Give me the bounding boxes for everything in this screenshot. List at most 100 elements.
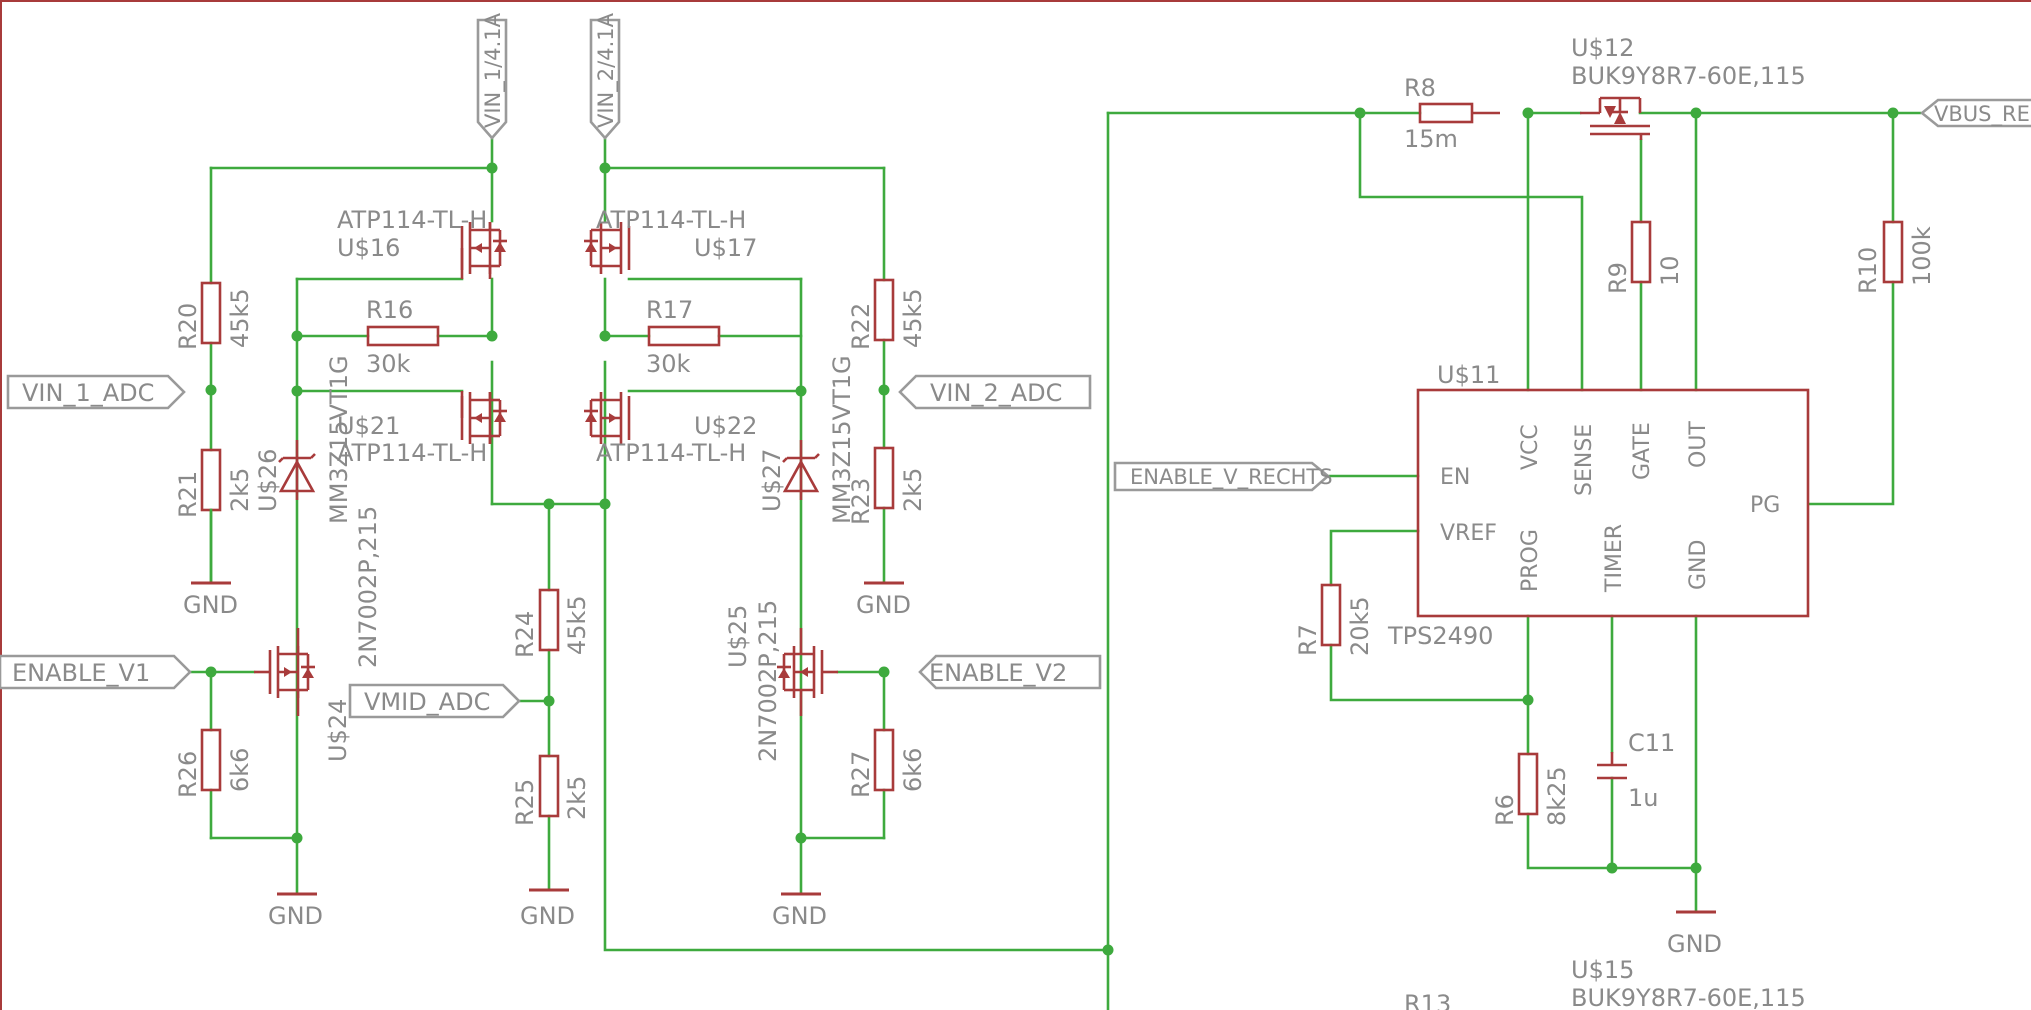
- svg-text:VIN_2_ADC: VIN_2_ADC: [930, 379, 1062, 407]
- resistor-r26: R26 6k6: [174, 728, 254, 798]
- svg-text:R20: R20: [174, 303, 202, 350]
- svg-text:6k6: 6k6: [899, 748, 927, 792]
- pmos-u22: U$22 ATP114-TL-H: [582, 390, 757, 467]
- svg-text:MM3Z15VT1G: MM3Z15VT1G: [325, 355, 353, 524]
- svg-text:GND: GND: [1667, 930, 1722, 958]
- capacitor-c11: C11 1u: [1597, 729, 1675, 812]
- svg-text:MM3Z15VT1G: MM3Z15VT1G: [828, 355, 856, 524]
- net-label-enable-v2: ENABLE_V2: [918, 654, 1102, 690]
- svg-text:20k5: 20k5: [1346, 596, 1374, 656]
- nmos-u15: U$15 BUK9Y8R7-60E,115: [1571, 956, 1806, 1010]
- svg-text:ENABLE_V_RECHTS: ENABLE_V_RECHTS: [1130, 465, 1333, 490]
- svg-text:R26: R26: [174, 751, 202, 798]
- resistor-r9: R9 10: [1604, 220, 1684, 294]
- resistor-r27: R27 6k6: [847, 728, 927, 798]
- svg-text:2N7002P,215: 2N7002P,215: [754, 600, 782, 762]
- svg-text:VIN_1/4.1A: VIN_1/4.1A: [481, 12, 506, 128]
- svg-text:1u: 1u: [1628, 784, 1658, 812]
- svg-text:GND: GND: [520, 902, 575, 930]
- svg-text:ATP114-TL-H: ATP114-TL-H: [596, 206, 746, 234]
- svg-text:GND: GND: [772, 902, 827, 930]
- resistor-r6: R6 8k25: [1491, 752, 1571, 826]
- resistor-r20: R20 45k5: [174, 281, 254, 350]
- svg-text:R8: R8: [1404, 74, 1436, 102]
- resistor-r16: R16 30k: [366, 296, 440, 378]
- svg-text:R25: R25: [511, 779, 539, 826]
- svg-text:PG: PG: [1750, 493, 1780, 518]
- net-label-vbus: VBUS_REC: [1919, 98, 2031, 128]
- resistor-r17: R17 30k: [646, 296, 721, 378]
- svg-text:R17: R17: [646, 296, 693, 324]
- svg-text:R9: R9: [1604, 262, 1632, 294]
- svg-text:VIN_1_ADC: VIN_1_ADC: [22, 379, 154, 407]
- gnd-symbol-u25: GND: [772, 892, 827, 930]
- gnd-symbol-u24: GND: [268, 892, 323, 930]
- svg-text:R16: R16: [366, 296, 413, 324]
- svg-text:EN: EN: [1440, 465, 1470, 490]
- svg-text:VMID_ADC: VMID_ADC: [364, 688, 490, 716]
- svg-text:U$27: U$27: [758, 449, 786, 512]
- svg-text:2k5: 2k5: [899, 468, 927, 512]
- svg-text:U$26: U$26: [254, 449, 282, 512]
- svg-text:GND: GND: [1686, 540, 1711, 590]
- svg-text:2N7002P,215: 2N7002P,215: [354, 506, 382, 668]
- pmos-u16: ATP114-TL-H U$16: [337, 206, 509, 279]
- svg-text:2k5: 2k5: [226, 468, 254, 512]
- svg-text:U$15: U$15: [1571, 956, 1634, 984]
- svg-text:U$24: U$24: [324, 699, 352, 762]
- svg-text:15m: 15m: [1404, 125, 1458, 153]
- svg-text:30k: 30k: [646, 350, 691, 378]
- resistor-r10: R10 100k: [1854, 220, 1936, 294]
- svg-text:10: 10: [1656, 255, 1684, 286]
- svg-text:U$11: U$11: [1437, 361, 1500, 389]
- ic-tps2490-u11: U$11 TPS2490 EN VREF PG VCC SENSE GATE O…: [1387, 361, 1810, 650]
- net-label-vin1-top: VIN_1/4.1A: [476, 12, 508, 140]
- svg-text:R24: R24: [511, 611, 539, 658]
- svg-text:BUK9Y8R7-60E,115: BUK9Y8R7-60E,115: [1571, 62, 1806, 90]
- resistor-r8: R8 15m: [1404, 74, 1500, 153]
- svg-text:GATE: GATE: [1630, 422, 1655, 480]
- net-label-vin1-adc: VIN_1_ADC: [6, 374, 186, 410]
- gnd-symbol-r25: GND: [520, 888, 575, 930]
- svg-text:ENABLE_V2: ENABLE_V2: [929, 659, 1067, 687]
- resistor-r23: R23 2k5: [847, 446, 927, 525]
- svg-text:U$16: U$16: [337, 234, 400, 262]
- svg-text:45k5: 45k5: [899, 288, 927, 348]
- svg-text:TIMER: TIMER: [1602, 524, 1627, 593]
- svg-text:6k6: 6k6: [226, 748, 254, 792]
- svg-text:U$22: U$22: [694, 412, 757, 440]
- svg-text:2k5: 2k5: [563, 776, 591, 820]
- svg-text:U$21: U$21: [337, 412, 400, 440]
- svg-text:R7: R7: [1294, 624, 1322, 656]
- zener-u27: U$27 MM3Z15VT1G: [758, 355, 856, 524]
- wires: [188, 111, 1922, 1010]
- svg-text:45k5: 45k5: [226, 288, 254, 348]
- svg-text:U$17: U$17: [694, 234, 757, 262]
- resistor-r13: R13: [1404, 990, 1451, 1010]
- svg-text:R6: R6: [1491, 794, 1519, 826]
- pmos-u17: ATP114-TL-H U$17: [582, 206, 757, 276]
- svg-text:ATP114-TL-H: ATP114-TL-H: [596, 439, 746, 467]
- net-label-vmid-adc: VMID_ADC: [348, 683, 521, 719]
- svg-text:VREF: VREF: [1440, 521, 1497, 546]
- svg-text:R23: R23: [847, 478, 875, 525]
- svg-text:PROG: PROG: [1518, 529, 1543, 592]
- svg-text:U$12: U$12: [1571, 34, 1634, 62]
- nmos-u24: U$24 2N7002P,215: [254, 506, 382, 762]
- svg-text:ENABLE_V1: ENABLE_V1: [12, 659, 150, 687]
- svg-text:R27: R27: [847, 751, 875, 798]
- svg-text:SENSE: SENSE: [1572, 424, 1597, 496]
- svg-text:VBUS_REC: VBUS_REC: [1934, 102, 2031, 127]
- resistor-r22: R22 45k5: [847, 278, 927, 350]
- svg-text:GND: GND: [268, 902, 323, 930]
- nmos-u12: U$12 BUK9Y8R7-60E,115: [1571, 34, 1806, 140]
- svg-text:VCC: VCC: [1518, 424, 1543, 470]
- svg-text:8k25: 8k25: [1543, 766, 1571, 826]
- svg-text:R22: R22: [847, 303, 875, 350]
- nmos-u25: U$25 2N7002P,215: [724, 600, 838, 762]
- svg-text:C11: C11: [1628, 729, 1675, 757]
- svg-text:U$25: U$25: [724, 605, 752, 668]
- svg-text:R10: R10: [1854, 247, 1882, 294]
- svg-text:ATP114-TL-H: ATP114-TL-H: [337, 439, 487, 467]
